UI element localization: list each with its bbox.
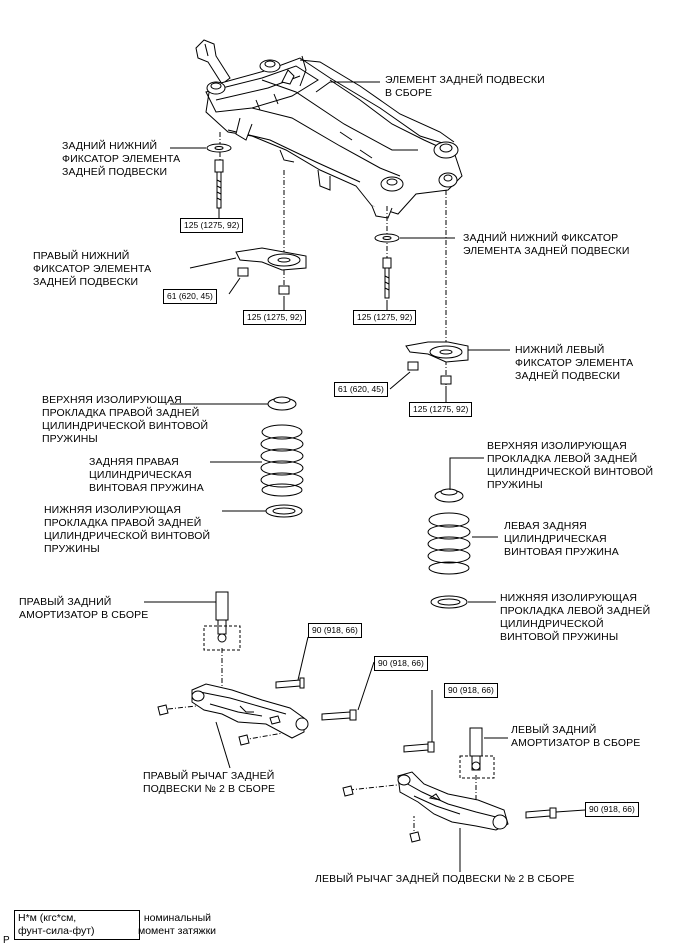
label-left-arm: ЛЕВЫЙ РЫЧАГ ЗАДНЕЙ ПОДВЕСКИ № 2 В СБОРЕ (315, 873, 575, 885)
label-right-arm: ПРАВЫЙ РЫЧАГ ЗАДНЕЙ ПОДВЕСКИ № 2 В СБОРЕ (143, 770, 276, 795)
torque-spec: 125 (1275, 92) (353, 310, 417, 325)
torque-spec: 90 (918, 66) (374, 656, 428, 671)
torque-spec: 125 (1275, 92) (180, 218, 244, 233)
right-spring-parts (260, 396, 304, 518)
label-right-spring: ЗАДНЯЯ ПРАВАЯ ЦИЛИНДРИЧЕСКАЯ ВИНТОВАЯ ПР… (89, 456, 204, 494)
label-left-lower-stopper: НИЖНИЙ ЛЕВЫЙ ФИКСАТОР ЭЛЕМЕНТА ЗАДНЕЙ ПО… (515, 344, 634, 382)
torque-spec: 61 (620, 45) (334, 382, 388, 397)
label-left-shock: ЛЕВЫЙ ЗАДНИЙ АМОРТИЗАТОР В СБОРЕ (511, 724, 641, 749)
label-right-upper-insulator: ВЕРХНЯЯ ИЗОЛИРУЮЩАЯ ПРОКЛАДКА ПРАВОЙ ЗАД… (42, 394, 209, 445)
label-rear-lower-stopper-left: ЗАДНИЙ НИЖНИЙ ФИКСАТОР ЭЛЕМЕНТА ЗАДНЕЙ П… (62, 140, 181, 178)
label-right-lower-stopper: ПРАВЫЙ НИЖНИЙ ФИКСАТОР ЭЛЕМЕНТА ЗАДНЕЙ П… (33, 250, 152, 288)
torque-spec: 90 (918, 66) (444, 683, 498, 698)
torque-spec: 90 (918, 66) (585, 802, 639, 817)
page-mark: P (3, 935, 10, 946)
subframe-drawing (195, 39, 463, 219)
label-right-shock: ПРАВЫЙ ЗАДНИЙ АМОРТИЗАТОР В СБОРЕ (19, 596, 149, 621)
legend-box: Н*м (кгс*см, фунт-сила-фут) (14, 910, 140, 940)
label-right-lower-insulator: НИЖНЯЯ ИЗОЛИРУЮЩАЯ ПРОКЛАДКА ПРАВОЙ ЗАДН… (44, 504, 211, 555)
label-rear-lower-stopper-right: ЗАДНИЙ НИЖНИЙ ФИКСАТОР ЭЛЕМЕНТА ЗАДНЕЙ П… (463, 232, 630, 257)
label-subframe: ЭЛЕМЕНТ ЗАДНЕЙ ПОДВЕСКИ В СБОРЕ (385, 74, 545, 99)
torque-spec: 90 (918, 66) (308, 623, 362, 638)
torque-spec: 125 (1275, 92) (409, 402, 473, 417)
right-shock-drawing (203, 591, 241, 651)
torque-spec: 125 (1275, 92) (243, 310, 307, 325)
stopper-parts (206, 143, 469, 385)
leader-lines (144, 81, 586, 872)
label-left-lower-insulator: НИЖНЯЯ ИЗОЛИРУЮЩАЯ ПРОКЛАДКА ЛЕВОЙ ЗАДНЕ… (500, 592, 651, 643)
legend-note: : номинальный момент затяжки (138, 912, 217, 937)
right-arm-drawing (157, 677, 357, 746)
left-spring-parts (427, 488, 471, 609)
left-shock-drawing (459, 727, 495, 779)
torque-spec: 61 (620, 45) (163, 289, 217, 304)
label-left-spring: ЛЕВАЯ ЗАДНЯЯ ЦИЛИНДРИЧЕСКАЯ ВИНТОВАЯ ПРУ… (504, 520, 619, 558)
label-left-upper-insulator: ВЕРХНЯЯ ИЗОЛИРУЮЩАЯ ПРОКЛАДКА ЛЕВОЙ ЗАДН… (487, 440, 654, 491)
left-arm-drawing (342, 741, 557, 843)
